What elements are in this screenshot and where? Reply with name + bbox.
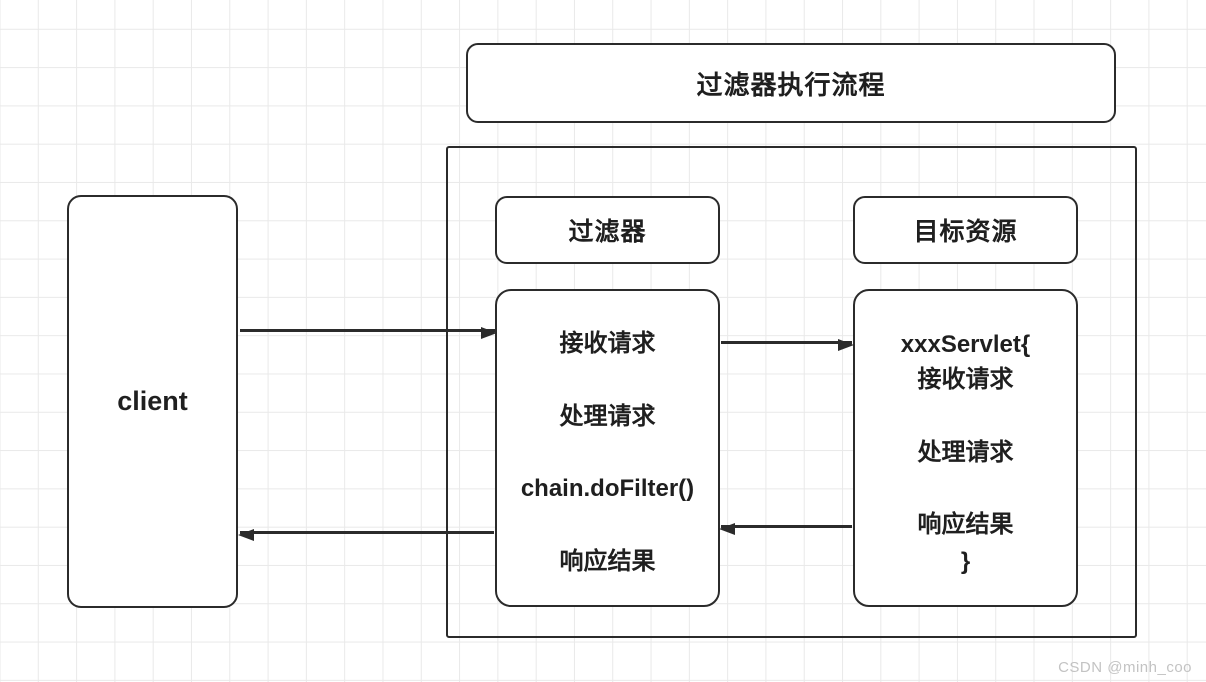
client-node-label: client [117,386,188,416]
target-resource-header-label: 目标资源 [913,218,1018,246]
filter-step-response-result: 响应结果 [559,548,656,575]
servlet-line-declaration: xxxServlet{ [900,331,1031,358]
arrow-servlet-to-filter [719,523,852,535]
servlet-line-closing-brace: } [960,548,971,575]
filter-steps-node: 接收请求 处理请求 chain.doFilter() 响应结果 [495,289,720,607]
diagram-title-label: 过滤器执行流程 [696,69,886,100]
filter-step-receive-request: 接收请求 [559,330,656,357]
arrow-filter-to-client [238,529,494,541]
servlet-line-response-result: 响应结果 [917,511,1014,538]
diagram-title: 过滤器执行流程 [466,43,1116,123]
servlet-line-process-request: 处理请求 [917,439,1014,466]
csdn-watermark: CSDN @minh_coo [1058,659,1192,676]
filter-header-node: 过滤器 [495,196,720,264]
servlet-node: xxxServlet{ 接收请求 处理请求 响应结果 } [853,289,1078,607]
filter-step-process-request: 处理请求 [559,403,656,430]
filter-flow-container [446,146,1137,638]
client-node: client [67,195,238,608]
filter-step-chain-dofilter: chain.doFilter() [520,475,695,502]
servlet-line-receive-request: 接收请求 [917,366,1014,393]
arrow-client-to-filter [240,327,497,339]
filter-header-label: 过滤器 [568,218,647,246]
arrow-filter-to-servlet [721,339,854,351]
target-resource-header-node: 目标资源 [853,196,1078,264]
